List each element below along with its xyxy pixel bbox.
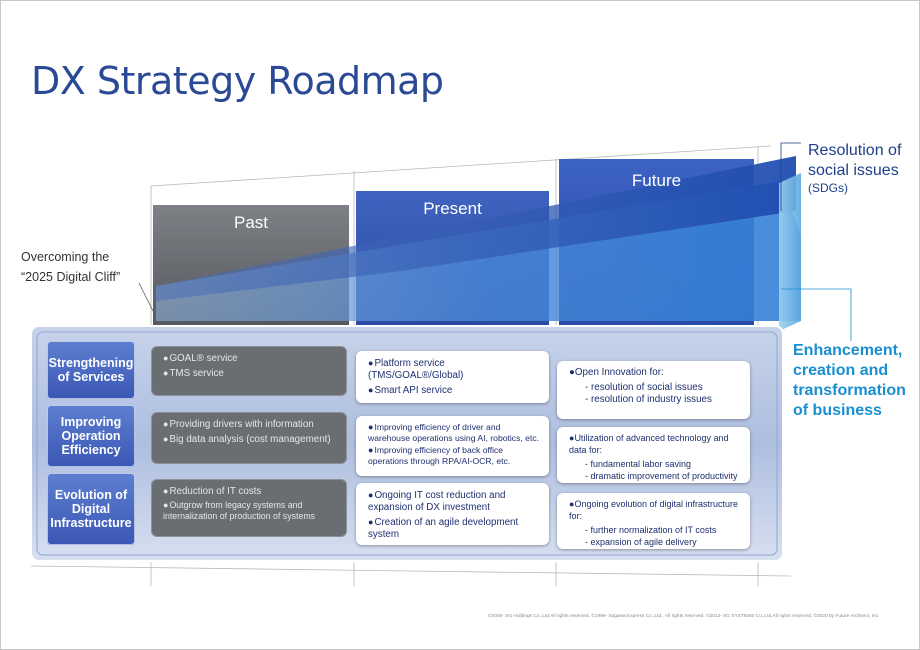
list-item: ●Smart API service bbox=[368, 385, 453, 396]
social-line-1: Resolution of bbox=[808, 142, 902, 159]
list-item: ●Utilization of advanced technology and … bbox=[569, 433, 729, 455]
cliff-line-1: Overcoming the bbox=[21, 250, 110, 264]
digital-cliff-callout: Overcoming the “2025 Digital Cliff” bbox=[21, 247, 120, 287]
row-label-services: Strengthening of Services bbox=[47, 341, 135, 399]
cell-services-past: ●GOAL® service ●TMS service bbox=[151, 346, 347, 396]
sdgs-label: (SDGs) bbox=[808, 181, 848, 195]
list-item: ●Platform service (TMS/GOAL®/Global) bbox=[368, 358, 464, 381]
list-item: ●TMS service bbox=[163, 368, 224, 379]
list-item: - expansion of agile delivery bbox=[585, 536, 697, 547]
list-item: ●Improving efficiency of back office ope… bbox=[368, 445, 511, 466]
phase-past-label: Past bbox=[233, 213, 269, 232]
upper-growth-band bbox=[156, 156, 796, 301]
list-item: ●Ongoing IT cost reduction and expansion… bbox=[368, 490, 506, 513]
enhancement-callout: Enhancement, creation and transformation… bbox=[793, 342, 906, 419]
list-item: ●GOAL® service bbox=[163, 353, 238, 364]
list-item: ●Providing drivers with information bbox=[163, 419, 314, 430]
list-item: ●Ongoing evolution of digital infrastruc… bbox=[569, 499, 739, 521]
social-line-2: social issues bbox=[808, 162, 899, 179]
cell-services-future: ●Open Innovation for: - resolution of so… bbox=[557, 361, 750, 419]
cell-efficiency-past: ●Providing drivers with information ●Big… bbox=[151, 412, 347, 464]
list-item: - further normalization of IT costs bbox=[585, 525, 717, 535]
row-label-infrastructure: Evolution of Digital Infrastructure bbox=[47, 473, 135, 545]
list-item: - resolution of industry issues bbox=[585, 394, 712, 405]
cell-infrastructure-present: ●Ongoing IT cost reduction and expansion… bbox=[356, 483, 549, 545]
page-title: DX Strategy Roadmap bbox=[31, 59, 444, 103]
list-item: ●Reduction of IT costs bbox=[163, 486, 262, 497]
list-item: - dramatic improvement of productivity bbox=[585, 470, 738, 481]
list-item: ●Big data analysis (cost management) bbox=[163, 434, 331, 445]
list-item: ●Creation of an agile development system bbox=[368, 517, 519, 540]
list-item: - fundamental labor saving bbox=[585, 459, 692, 469]
cell-efficiency-present: ●Improving efficiency of driver and ware… bbox=[356, 416, 549, 476]
row-label-efficiency: Improving Operation Efficiency bbox=[47, 405, 135, 467]
list-item: ●Outgrow from legacy systems and interna… bbox=[163, 500, 316, 521]
cell-efficiency-future: ●Utilization of advanced technology and … bbox=[557, 427, 750, 483]
cell-infrastructure-future: ●Ongoing evolution of digital infrastruc… bbox=[557, 493, 750, 549]
list-item: ●Open Innovation for: bbox=[569, 367, 664, 378]
copyright-notice: ©2006- SG Holdings Co.,Ltd.All rights re… bbox=[488, 614, 880, 619]
social-issues-callout: Resolution of social issues (SDGs) bbox=[808, 141, 901, 195]
cliff-line-2: “2025 Digital Cliff” bbox=[21, 270, 121, 284]
list-item: ●Improving efficiency of driver and ware… bbox=[368, 422, 540, 443]
cell-infrastructure-past: ●Reduction of IT costs ●Outgrow from leg… bbox=[151, 479, 347, 537]
phase-present-label: Present bbox=[423, 199, 482, 218]
phase-future-label: Future bbox=[631, 171, 682, 190]
band-end-wall bbox=[779, 173, 801, 331]
cell-services-present: ●Platform service (TMS/GOAL®/Global) ●Sm… bbox=[356, 351, 549, 403]
list-item: - resolution of social issues bbox=[585, 382, 703, 393]
